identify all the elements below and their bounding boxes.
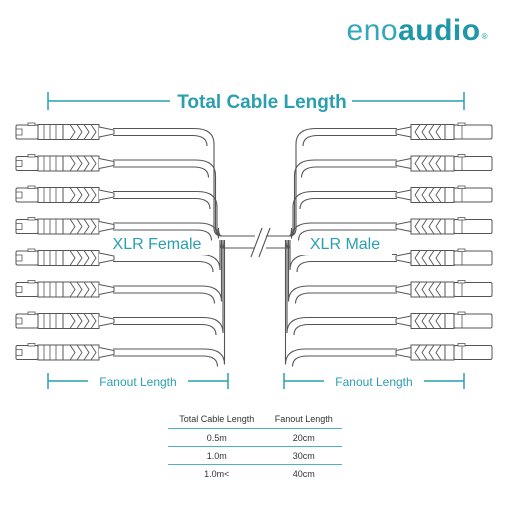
fanout-cable <box>288 222 397 239</box>
label-mask <box>110 235 208 255</box>
label-mask <box>300 235 392 255</box>
fanout-cable <box>113 239 224 334</box>
fanout-cable <box>294 292 397 304</box>
fanout-cable <box>113 229 213 241</box>
left-fanout-cables <box>113 127 226 367</box>
xlr-male-connector <box>395 122 493 140</box>
fanout-cable <box>293 323 397 336</box>
fanout-cable <box>113 197 211 210</box>
table-cell: 1.0m< <box>168 464 266 482</box>
xlr-male-connector <box>395 217 493 235</box>
xlr-male-connectors <box>395 122 493 361</box>
table-cell: 20cm <box>265 428 342 447</box>
fanout-cable <box>113 239 223 302</box>
fanout-cable <box>288 127 397 237</box>
fanout-cable <box>113 166 210 178</box>
xlr-male-connector <box>395 343 493 361</box>
xlr-female-label: XLR Female <box>113 236 202 253</box>
fanout-cable <box>286 239 397 334</box>
table-cell: 0.5m <box>168 428 266 447</box>
fanout-cable <box>287 239 397 302</box>
fanout-cable <box>284 239 397 365</box>
xlr-female-connector <box>15 280 115 298</box>
table-header-fanout: Fanout Length <box>274 414 333 424</box>
fanout-cable <box>300 166 397 178</box>
fanout-cable <box>113 127 223 237</box>
fanout-cable <box>297 229 397 241</box>
fanout-right-dimension: Fanout Length <box>283 373 465 389</box>
brand-name-bold: audio <box>398 14 481 47</box>
xlr-female-connector <box>15 311 115 329</box>
total-length-label: Total Cable Length <box>177 92 347 113</box>
table-cell: 30cm <box>265 446 342 465</box>
brand-name-light: eno <box>346 14 399 47</box>
fanout-cable <box>113 239 226 365</box>
xlr-male-connector <box>395 311 493 329</box>
fanout-cable <box>113 292 216 304</box>
fanout-cable <box>288 239 397 271</box>
xlr-male-connector <box>395 280 493 298</box>
xlr-female-connector <box>15 122 115 140</box>
xlr-female-connector <box>15 185 115 203</box>
fanout-right-label: Fanout Length <box>335 375 412 389</box>
xlr-male-connector <box>395 154 493 172</box>
fanout-cable <box>296 260 397 273</box>
total-length-dimension: Total Cable Length <box>47 92 465 113</box>
table-header-row: Total Cable Length Fanout Length <box>168 411 342 429</box>
fanout-cable <box>113 355 219 367</box>
xlr-male-connector <box>395 248 493 266</box>
xlr-female-connector <box>15 343 115 361</box>
fanout-cable <box>113 239 223 271</box>
right-fanout-cables <box>284 127 397 367</box>
fanout-cable <box>113 260 214 273</box>
fanout-cable <box>299 197 397 210</box>
brand-logo: enoaudio® <box>347 12 488 50</box>
xlr-female-connector <box>15 217 115 235</box>
table-cell: 1.0m <box>168 446 266 465</box>
table-row: 0.5m 20cm <box>168 428 342 447</box>
fanout-cable <box>113 222 223 239</box>
fanout-cable <box>113 134 208 147</box>
table-cell: 40cm <box>265 464 342 482</box>
xlr-female-connector <box>15 154 115 172</box>
table-header-total: Total Cable Length <box>179 414 255 424</box>
table-row: 1.0m< 40cm <box>168 464 342 482</box>
fanout-cable <box>113 323 217 336</box>
table-row: 1.0m 30cm <box>168 446 342 465</box>
fanout-cable <box>291 355 397 367</box>
fanout-cable <box>302 134 397 147</box>
xlr-male-label: XLR Male <box>310 236 380 253</box>
fanout-left-dimension: Fanout Length <box>47 373 229 389</box>
break-mark <box>258 227 271 258</box>
xlr-female-connector <box>15 248 115 266</box>
fanout-cable <box>113 190 223 237</box>
xlr-female-connectors <box>15 122 115 361</box>
registered-mark: ® <box>481 32 488 41</box>
fanout-left-label: Fanout Length <box>99 375 176 389</box>
length-spec-table: Total Cable Length Fanout Length 0.5m 20… <box>168 411 342 482</box>
xlr-male-connector <box>395 185 493 203</box>
main-trunk-cable <box>222 227 289 258</box>
break-mark <box>250 227 263 258</box>
